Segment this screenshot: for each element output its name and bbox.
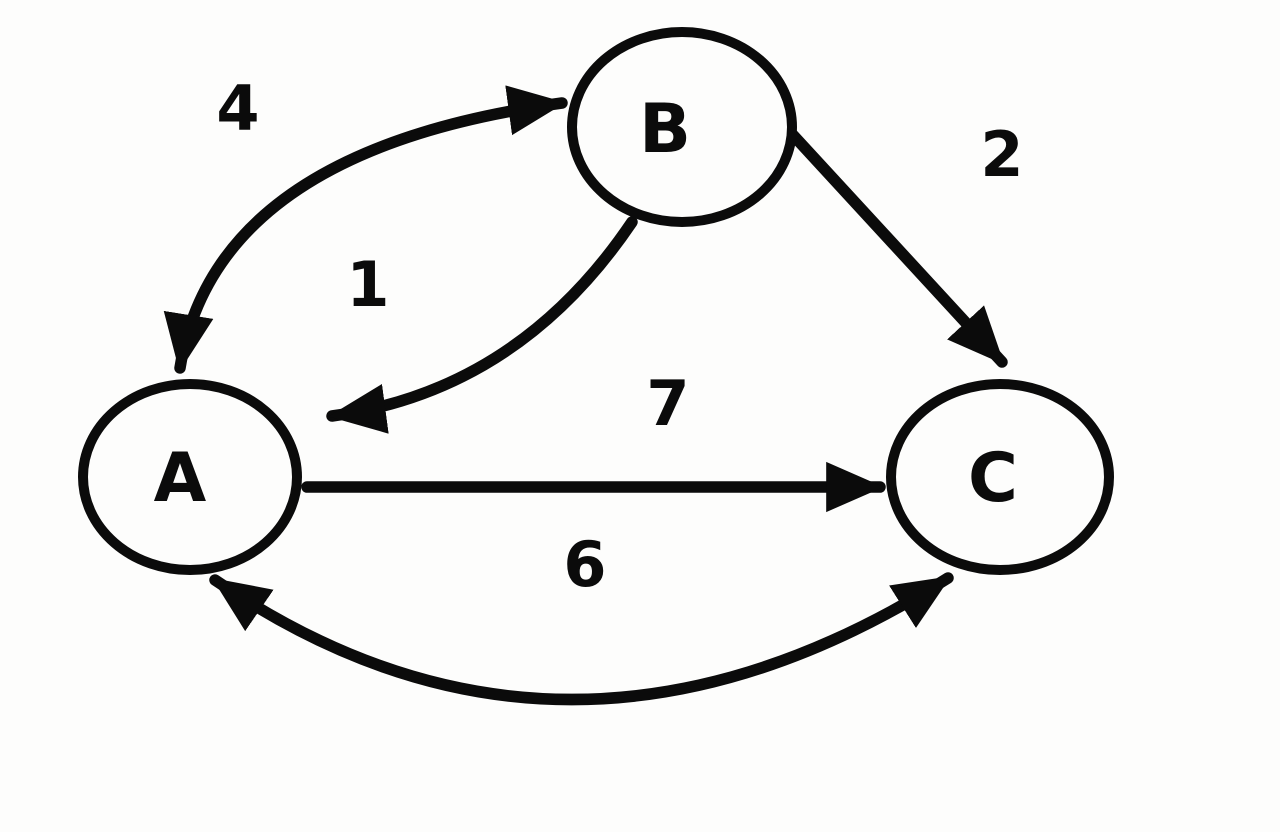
node-a-circle: [78, 379, 302, 575]
edge-b-c-weight: 2: [980, 118, 1023, 191]
node-b-circle: [567, 27, 797, 227]
edge-b-a: [326, 216, 638, 434]
edge-b-c: [787, 129, 1008, 368]
edge-a-c-weight: 7: [646, 367, 689, 440]
edge-a-c-bidirectional: [209, 572, 954, 706]
node-a-label: A: [154, 439, 207, 518]
edge-a-b-weight: 4: [216, 72, 259, 145]
node-b-label: B: [639, 90, 691, 169]
edge-c-a-weight: 6: [563, 528, 606, 601]
node-c-label: C: [968, 439, 1018, 518]
edge-a-b-bidirectional: [163, 85, 568, 374]
edge-b-a-weight: 1: [346, 248, 389, 321]
node-c-circle: [886, 379, 1114, 575]
